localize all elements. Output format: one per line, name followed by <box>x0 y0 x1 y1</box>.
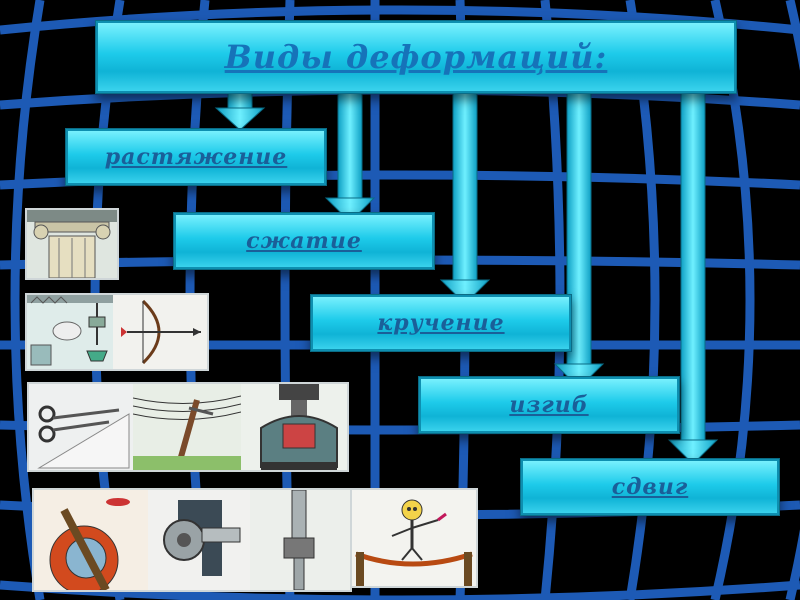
box-shear: сдвиг <box>520 458 780 516</box>
box-compression: сжатие <box>173 212 435 270</box>
arrow-shaft <box>453 88 477 280</box>
power-line-icon <box>133 384 241 470</box>
illustration-column <box>25 208 119 280</box>
title-box: Виды деформаций: <box>95 20 737 94</box>
box-tension: растяжение <box>65 128 327 186</box>
label-tension: растяжение <box>105 144 288 170</box>
clamp-icon <box>241 384 347 470</box>
propeller-icon <box>34 490 148 590</box>
cloud-icon <box>27 295 113 369</box>
column-icon <box>27 210 117 278</box>
screwdriver-icon <box>250 490 350 590</box>
box-bending: изгиб <box>418 376 680 434</box>
label-shear: сдвиг <box>612 474 689 500</box>
box-torsion: кручение <box>310 294 572 352</box>
illustration-tightrope <box>350 488 478 588</box>
arrow-shaft <box>338 88 362 200</box>
tightrope-walker-icon <box>352 490 476 586</box>
arrowhead <box>216 108 264 130</box>
label-torsion: кручение <box>377 310 504 336</box>
illustration-weight-and-bow <box>25 293 209 371</box>
illustration-bending-examples <box>27 382 349 472</box>
illustration-torsion-examples <box>32 488 352 592</box>
key-icon <box>148 490 250 590</box>
label-bending: изгиб <box>509 392 588 418</box>
scissors-icon <box>29 384 133 470</box>
diagram-title: Виды деформаций: <box>225 38 608 76</box>
arrow-shaft <box>681 88 705 440</box>
bow-arrow-icon <box>113 295 207 369</box>
label-compression: сжатие <box>246 228 362 254</box>
